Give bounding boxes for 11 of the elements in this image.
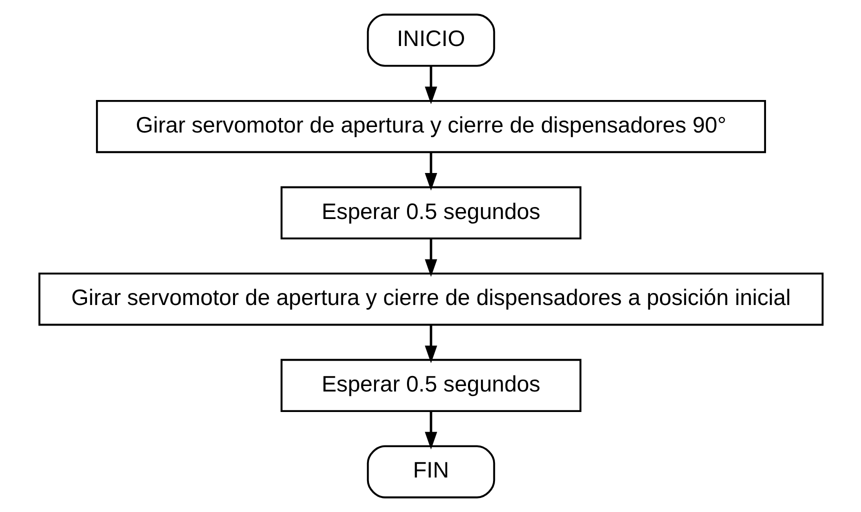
- node-box: Girar servomotor de apertura y cierre de dispensadores 90°: [95, 100, 766, 154]
- node-box: Esperar 0.5 segundos: [280, 186, 581, 240]
- arrow: [424, 238, 437, 277]
- node-box: Girar servomotor de apertura y cierre de dispensadores a posición inicial: [38, 272, 824, 326]
- arrow: [424, 66, 437, 104]
- node-box: INICIO: [366, 14, 495, 67]
- arrow: [424, 152, 437, 191]
- arrow: [424, 411, 437, 450]
- node-box: Esperar 0.5 segundos: [280, 358, 581, 412]
- arrow: [424, 324, 437, 364]
- node-box: FIN: [366, 445, 495, 498]
